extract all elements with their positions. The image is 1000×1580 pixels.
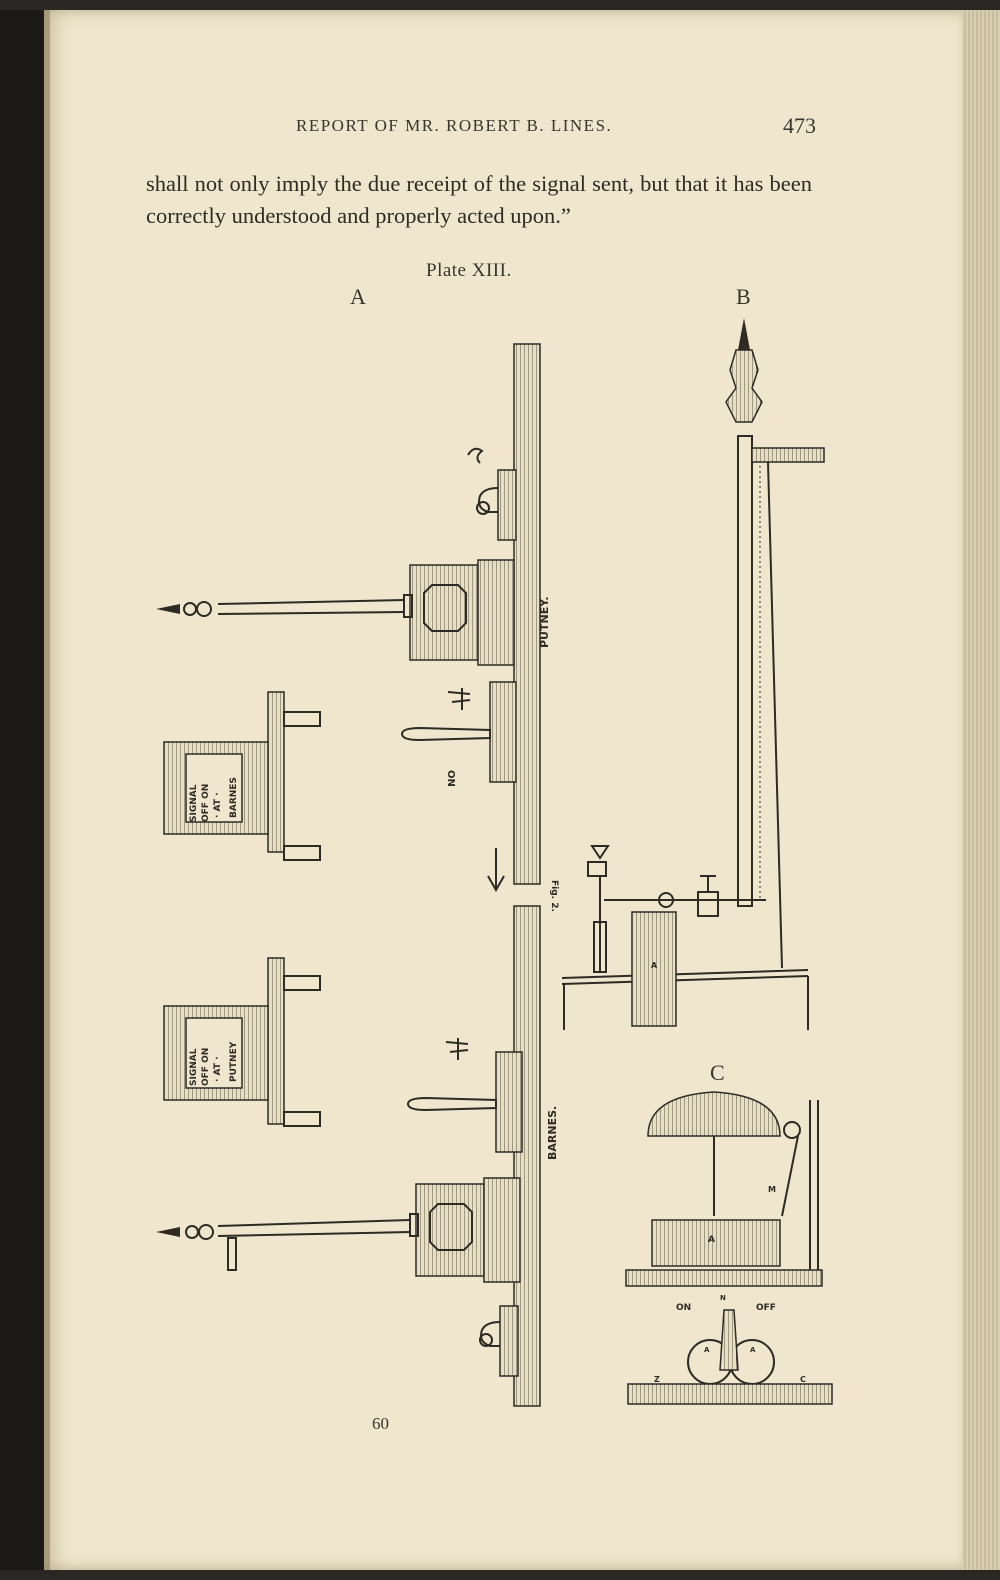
figure-c-label: C — [710, 1060, 725, 1085]
station-label-bottom: BARNES. — [546, 1106, 559, 1160]
switch-n-label: N — [720, 1294, 726, 1302]
battery-label: A — [651, 961, 658, 970]
pointer-arm-bottom — [156, 1219, 411, 1271]
body-text: shall not only imply the due receipt of … — [146, 168, 812, 232]
finial — [738, 318, 750, 350]
bell-push-bottom — [479, 1305, 519, 1377]
handle-on-mark: ON — [445, 770, 456, 787]
roller-left-label: A — [704, 1346, 710, 1354]
pointer-arm-top — [156, 599, 405, 617]
running-title: REPORT OF MR. ROBERT B. LINES. — [296, 116, 613, 135]
signal-card-barnes: SIGNAL OFF ON · AT · BARNES — [163, 691, 321, 861]
signature-mark: 60 — [372, 1414, 389, 1433]
paragraph: shall not only imply the due receipt of … — [146, 171, 812, 228]
page-gutter — [44, 10, 50, 1570]
wall-board-upper — [513, 343, 541, 885]
instrument-top — [403, 559, 515, 666]
mechanism — [587, 845, 766, 973]
battery-jar — [631, 911, 677, 1027]
handle-bottom — [406, 1038, 523, 1153]
switch-diagram: ON N OFF A A Z C — [627, 1294, 833, 1405]
card-text-line: OFF ON — [201, 784, 211, 822]
page-edges — [962, 10, 1000, 1570]
card-text-line: SIGNAL — [189, 1048, 199, 1086]
top-edge — [0, 0, 1000, 10]
coil-label: A — [708, 1235, 715, 1245]
card-text-line: PUTNEY — [229, 1041, 239, 1082]
figure-c-drawing: M A ON N OFF A A Z C — [625, 1091, 833, 1405]
figure-b-label: B — [736, 284, 751, 309]
pillar-post — [737, 435, 753, 907]
figure-a-drawing: ON PUTNEY. Fig. 2. BARNES. SIGNAL OFF ON… — [156, 343, 559, 1407]
arrow-icon — [487, 848, 505, 893]
switch-on-label: ON — [676, 1303, 691, 1313]
page-number: 473 — [783, 113, 816, 138]
card-text-line: · AT · — [213, 1056, 223, 1082]
station-label-top: PUTNEY. — [538, 596, 551, 648]
card-text-line: · AT · — [213, 792, 223, 818]
plate-title: Plate XIII. — [426, 260, 512, 281]
bell-dome — [647, 1091, 781, 1137]
handle-top: ON — [400, 681, 517, 787]
switch-off-label: OFF — [756, 1303, 776, 1313]
figure-mark: Fig. 2. — [549, 880, 559, 912]
card-text-line: SIGNAL — [189, 784, 199, 822]
terminal-c-label: C — [800, 1375, 806, 1384]
figure-a-label: A — [350, 284, 366, 309]
card-text-line: OFF ON — [201, 1048, 211, 1086]
terminal-z-label: Z — [654, 1375, 660, 1384]
bottom-edge — [0, 1570, 1000, 1580]
bell-push-top — [467, 447, 517, 541]
card-text-line: BARNES — [229, 777, 239, 818]
roller-right-label: A — [750, 1346, 756, 1354]
magnet-label: M — [768, 1185, 776, 1194]
instrument-bottom — [409, 1177, 521, 1283]
figure-b-drawing: A — [561, 318, 825, 1030]
signal-card-putney: SIGNAL OFF ON · AT · PUTNEY — [163, 957, 321, 1127]
